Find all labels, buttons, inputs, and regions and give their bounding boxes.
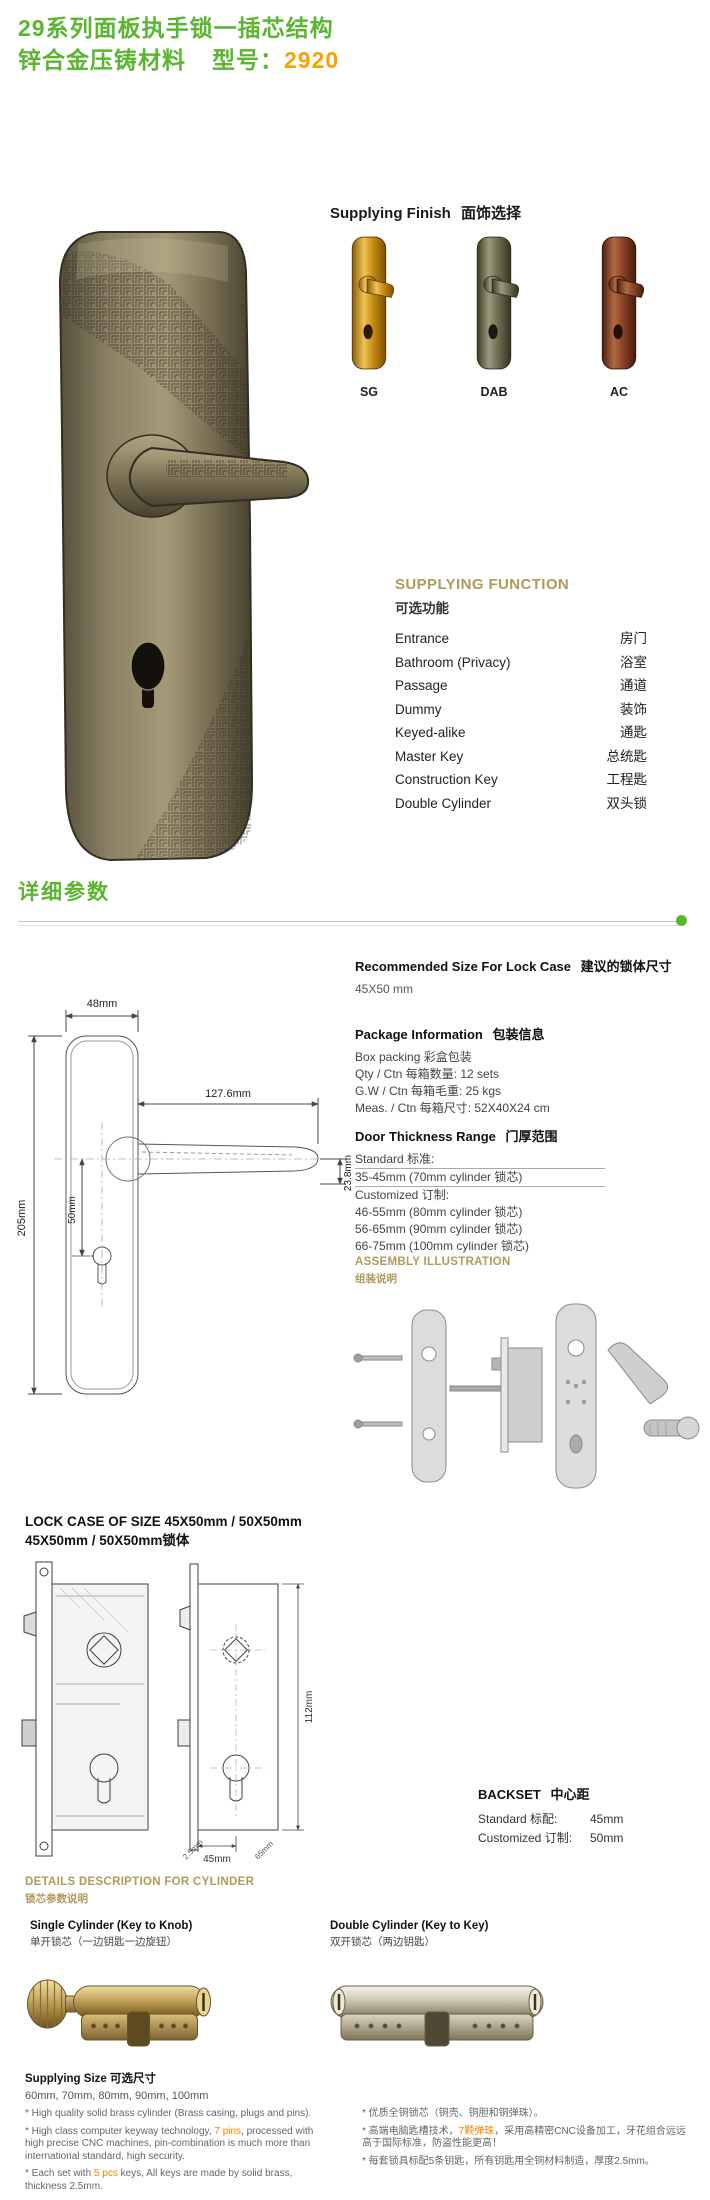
lock-case-heading: LOCK CASE OF SIZE 45X50mm / 50X50mm 45X5…	[25, 1514, 302, 1548]
package-info-section: Package Information 包装信息 Box packing 彩盒包…	[355, 1024, 700, 1117]
single-cylinder-label: Single Cylinder (Key to Knob) 单开锁芯（一边钥匙一…	[30, 1920, 193, 1948]
cylinder-notes-en: * High quality solid brass cylinder (Bra…	[25, 2108, 333, 2198]
lock-dim-height: 112mm	[304, 1691, 315, 1724]
door-thickness-row: 35-45mm (70mm cylinder 锁芯)	[355, 1169, 605, 1187]
door-thickness-rows: Standard 标准: 35-45mm (70mm cylinder 锁芯) …	[355, 1151, 605, 1255]
supplying-finish-heading-en: Supplying Finish	[330, 205, 451, 222]
note-cn-2: * 高端电脑匙槽技术，7颗弹珠，采用高精密CNC设备加工，牙花组合远远高于国际标…	[362, 2125, 686, 2150]
supplying-finish-heading: Supplying Finish 面饰选择	[330, 202, 521, 223]
divider-line	[18, 921, 680, 922]
details-heading: 详细参数	[18, 881, 110, 904]
note-cn-1: * 优质全铜锁芯（铜壳、铜胆和铜弹珠）。	[362, 2108, 544, 2119]
recommended-size-section: Recommended Size For Lock Case 建议的锁体尺寸 4…	[355, 956, 700, 996]
dim-label-50mm: 50mm	[67, 1196, 78, 1224]
supplying-finish-heading-cn: 面饰选择	[461, 205, 522, 222]
material-text: 锌合金压铸材料	[18, 47, 186, 73]
assembly-diagram-image	[353, 1303, 700, 1489]
lock-case-drawing-image: 112mm 45mm 2.5mm 65mm	[21, 1561, 315, 1865]
cylinder-heading: DETAILS DESCRIPTION FOR CYLINDER 锁芯参数说明	[25, 1876, 255, 1905]
backset-customized-row: Customized 订制:50mm	[478, 1831, 624, 1845]
finish-sg-image	[351, 236, 395, 370]
supplying-size-values: 60mm, 70mm, 80mm, 90mm, 100mm	[25, 2090, 209, 2102]
recommended-size-value: 45X50 mm	[355, 982, 414, 996]
note-en-3: * Each set with 5 pcs keys, All keys are…	[25, 2168, 293, 2192]
finish-sample-dab: DAB	[459, 228, 529, 399]
package-info-lines: Box packing 彩盒包装 Qty / Ctn 每箱数量: 12 sets…	[355, 1049, 700, 1117]
door-thickness-row: 56-65mm (90mm cylinder 锁芯)	[355, 1222, 523, 1236]
dim-label-205mm: 205mm	[16, 1200, 28, 1237]
assembly-heading: ASSEMBLY ILLUSTRATION 组装说明	[355, 1256, 511, 1285]
finish-code: SG	[359, 385, 379, 399]
double-cylinder-graphic	[330, 1985, 544, 2047]
single-cylinder-graphic	[27, 1979, 211, 2047]
door-thickness-heading: Door Thickness Range 门厚范围	[355, 1129, 558, 1144]
cylinder-single-image	[18, 1962, 216, 2062]
backset-rows: Standard 标配:45mm Customized 订制:50mm	[478, 1810, 693, 1848]
package-line: Meas. / Ctn 每箱尺寸: 52X40X24 cm	[355, 1101, 550, 1115]
dim-label-23-8mm: 23.8mm	[343, 1155, 354, 1191]
title-line1: 29系列面板执手锁一插芯结构	[18, 15, 334, 41]
supplying-size-heading: Supplying Size 可选尺寸	[25, 2073, 156, 2085]
door-thickness-row: 66-75mm (100mm cylinder 锁芯)	[355, 1239, 530, 1253]
lock-dim-thickness: 2.5mm	[181, 1838, 205, 1862]
door-thickness-section: Door Thickness Range 门厚范围 Standard 标准: 3…	[355, 1126, 605, 1255]
note-en-1: * High quality solid brass cylinder (Bra…	[25, 2108, 312, 2119]
dim-label-48mm: 48mm	[87, 998, 118, 1010]
note-cn-3: * 每套锁具标配5条钥匙，所有钥匙用全铜材料制造，厚度2.5mm。	[362, 2155, 655, 2167]
finish-code: AC	[609, 385, 629, 399]
title-line2: 锌合金压铸材料型号：2920	[18, 44, 339, 76]
finish-code: DAB	[480, 385, 508, 399]
supplying-function-heading-en: SUPPLYING FUNCTION	[395, 576, 570, 593]
model-label: 型号：	[212, 47, 284, 73]
package-line: Qty / Ctn 每箱数量: 12 sets	[355, 1067, 500, 1081]
supplying-size-section: Supplying Size 可选尺寸 60mm, 70mm, 80mm, 90…	[25, 2070, 208, 2102]
lock-case-drawing: 112mm 45mm 2.5mm 65mm	[20, 1554, 360, 1866]
package-line: G.W / Ctn 每箱毛重: 25 kgs	[355, 1084, 502, 1098]
page-title: 29系列面板执手锁一插芯结构 锌合金压铸材料型号：2920	[18, 12, 339, 76]
recommended-size-heading: Recommended Size For Lock Case 建议的锁体尺寸	[355, 959, 672, 974]
function-item: Bathroom (Privacy)浴室	[395, 654, 647, 670]
door-thickness-row: 46-55mm (80mm cylinder 锁芯)	[355, 1205, 523, 1219]
finish-samples: SG DAB	[334, 228, 654, 399]
backset-standard-row: Standard 标配:45mm	[478, 1812, 624, 1826]
package-info-heading: Package Information 包装信息	[355, 1027, 545, 1042]
double-cylinder-label: Double Cylinder (Key to Key) 双开锁芯（两边钥匙）	[330, 1920, 489, 1948]
finish-dab-image	[476, 236, 520, 370]
cylinder-notes-cn: * 优质全铜锁芯（铜壳、铜胆和铜弹珠）。 * 高端电脑匙槽技术，7颗弹珠，采用高…	[362, 2108, 694, 2173]
dimension-drawing-image: 48mm 127.6mm 205mm 50mm 23.8mm	[16, 998, 354, 1395]
package-line: Box packing 彩盒包装	[355, 1050, 472, 1064]
dim-label-127mm: 127.6mm	[205, 1088, 251, 1100]
divider-line-2	[18, 925, 680, 926]
divider-dot	[676, 915, 687, 926]
backset-heading: BACKSET 中心距	[478, 1787, 590, 1802]
door-thickness-row: Customized 订制:	[355, 1188, 450, 1202]
cylinder-double-image	[316, 1962, 558, 2062]
finish-sample-ac: AC	[584, 228, 654, 399]
finish-ac-image	[601, 236, 645, 370]
product-photo	[48, 224, 328, 874]
backset-section: BACKSET 中心距 Standard 标配:45mm Customized …	[478, 1784, 693, 1848]
lock-dim-depth: 65mm	[253, 1839, 275, 1861]
note-en-2: * High class computer keyway technology,…	[25, 2125, 314, 2162]
handle-photo-image	[58, 231, 310, 862]
door-thickness-row: Standard 标准:	[355, 1151, 605, 1169]
technical-drawing: 48mm 127.6mm 205mm 50mm 23.8mm	[14, 994, 356, 1420]
model-number: 2920	[284, 47, 340, 73]
supplying-function-heading-cn: 可选功能	[395, 601, 449, 616]
lock-dim-backset: 45mm	[203, 1854, 231, 1865]
finish-sample-sg: SG	[334, 228, 404, 399]
assembly-diagram	[350, 1292, 700, 1500]
